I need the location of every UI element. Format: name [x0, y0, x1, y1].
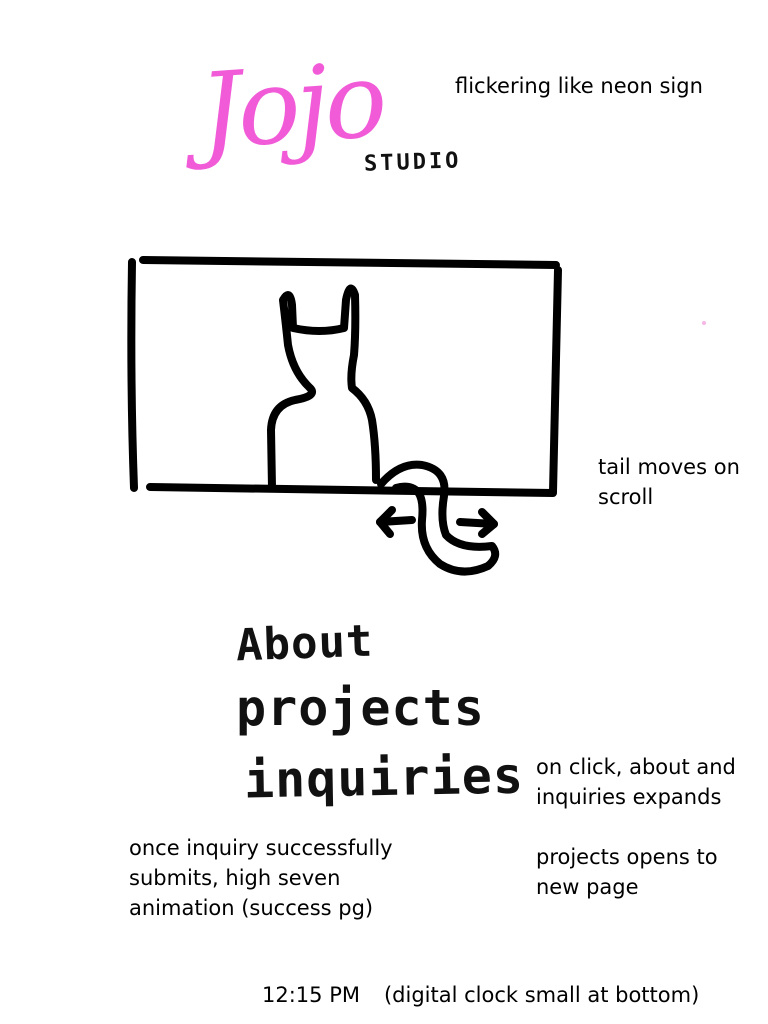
- note-click-line2: inquiries expands: [536, 785, 722, 809]
- banner-box-top-edge: [139, 256, 560, 269]
- menu-inquiries[interactable]: inquiries: [243, 746, 525, 810]
- banner-box-bottom-edge: [146, 483, 557, 497]
- note-clock-description: (digital clock small at bottom): [383, 983, 700, 1007]
- digital-clock: 12:15 PM: [262, 983, 360, 1007]
- note-inquiry: once inquiry successfully submits, high …: [129, 833, 393, 923]
- pink-dot: [702, 321, 706, 325]
- note-click: on click, about and inquiries expands: [536, 752, 736, 812]
- note-neon: flickering like neon sign: [455, 71, 703, 101]
- note-inquiry-line1: once inquiry successfully: [129, 836, 393, 860]
- note-tail-line2: scroll: [598, 485, 654, 509]
- note-tail: tail moves on scroll: [598, 452, 740, 512]
- banner-box-right-edge: [549, 266, 562, 496]
- note-tail-line1: tail moves on: [598, 455, 740, 479]
- cat-silhouette-icon: [267, 284, 380, 492]
- menu-projects[interactable]: projects: [236, 679, 485, 737]
- note-inquiry-line2: submits, high seven: [129, 866, 341, 890]
- note-click-line1: on click, about and: [536, 755, 736, 779]
- note-clock: 12:15 PM (digital clock small at bottom): [262, 980, 699, 1010]
- note-neon-text: flickering like neon sign: [455, 74, 703, 98]
- note-projects-line1: projects opens to: [536, 845, 718, 869]
- note-projects: projects opens to new page: [536, 842, 718, 902]
- cat-tail: [377, 460, 500, 576]
- note-inquiry-line3: animation (success pg): [129, 896, 374, 920]
- banner-box-left-edge: [127, 258, 138, 492]
- left-right-arrows-icon: [376, 506, 498, 538]
- note-projects-line2: new page: [536, 875, 639, 899]
- menu-about[interactable]: About: [235, 615, 375, 672]
